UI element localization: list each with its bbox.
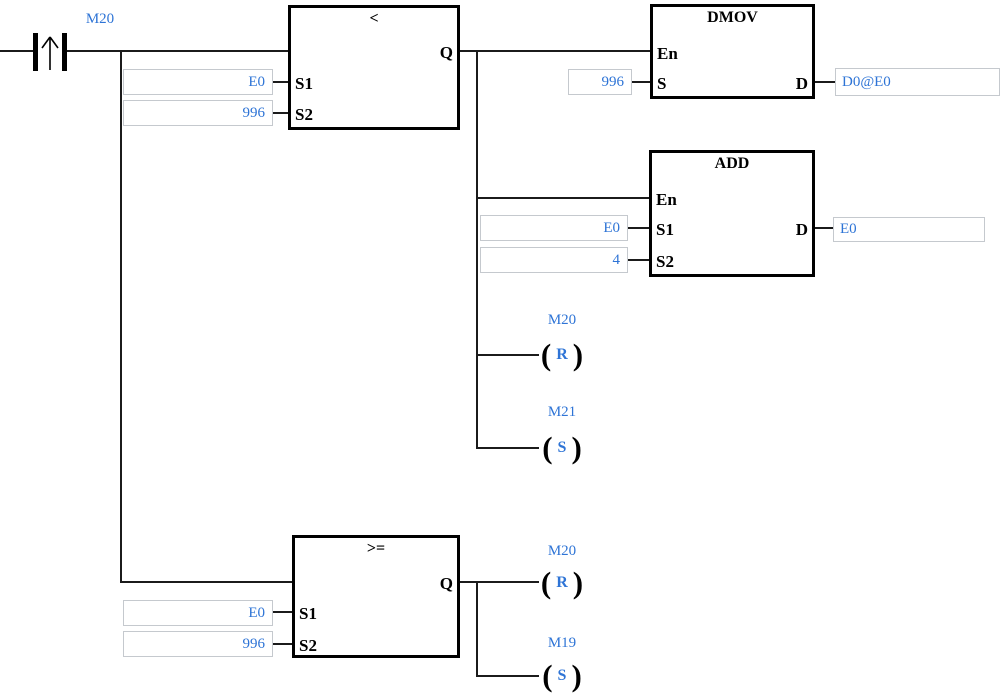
stub-ge-s2	[273, 643, 294, 645]
pin-d-label: D	[795, 74, 808, 93]
compare-ge-s2-operand[interactable]: 996	[123, 631, 273, 657]
wire-to-add-en	[477, 197, 649, 199]
pin-s-label: S	[657, 74, 667, 93]
set-coil-m21[interactable]: ( S )	[534, 431, 590, 465]
contact-bar-left	[33, 33, 38, 71]
set-coil-symbol: S	[557, 667, 567, 684]
pin-s2-label: S2	[656, 252, 674, 271]
dmov-title: DMOV	[707, 9, 758, 26]
stub-lt-s1	[273, 81, 290, 83]
pin-s1-label: S1	[299, 604, 317, 623]
pin-q-label: Q	[439, 43, 453, 62]
add-block[interactable]: ADD En S1 S2 D	[649, 150, 815, 277]
coil-paren-right: )	[572, 337, 584, 372]
pin-en-label: En	[657, 44, 678, 63]
wire-ltq-to-dmov-en	[460, 50, 650, 52]
set-coil-m21-operand-label: M21	[547, 404, 577, 420]
coil-paren-left: (	[540, 337, 552, 372]
pin-s2-label: S2	[295, 105, 313, 124]
reset-coil-bottom-operand-label: M20	[547, 543, 577, 559]
stub-add-s2	[628, 259, 649, 261]
wire-branch-rail	[120, 50, 122, 583]
reset-coil-symbol: R	[556, 574, 568, 591]
pin-s1-label: S1	[656, 220, 674, 239]
add-s2-operand[interactable]: 4	[480, 247, 628, 273]
wire-to-set-coil-top	[477, 447, 539, 449]
compare-lt-s2-operand[interactable]: 996	[123, 100, 273, 126]
pin-s2-label: S2	[299, 636, 317, 655]
wire-to-reset-coil-top	[477, 354, 539, 356]
add-title: ADD	[714, 155, 750, 172]
pin-s1-label: S1	[295, 74, 313, 93]
compare-ge-s1-operand[interactable]: E0	[123, 600, 273, 626]
coil-paren-right: )	[571, 658, 582, 693]
coil-paren-left: (	[542, 430, 553, 465]
wire-rail-to-ge	[120, 581, 292, 583]
reset-coil-top-operand-label: M20	[547, 312, 577, 328]
compare-ge-block[interactable]: >= Q S1 S2	[292, 535, 460, 658]
compare-lt-title: <	[369, 10, 379, 27]
stub-ge-s1	[273, 611, 294, 613]
coil-paren-left: (	[540, 565, 552, 600]
contact-operand-label: M20	[85, 11, 115, 27]
compare-lt-block[interactable]: < Q S1 S2	[288, 5, 460, 130]
add-d-operand[interactable]: E0	[833, 217, 985, 242]
coil-paren-right: )	[571, 430, 582, 465]
stub-lt-s2	[273, 112, 290, 114]
wire-q-branch-bottom	[476, 581, 478, 677]
wire-to-set-coil-bottom	[477, 675, 539, 677]
reset-coil-m20-bottom[interactable]: ( R )	[534, 566, 590, 600]
set-coil-m19[interactable]: ( S )	[534, 659, 590, 693]
wire-rail-left	[0, 50, 33, 52]
coil-paren-left: (	[542, 658, 553, 693]
pin-q-label: Q	[439, 574, 453, 593]
compare-lt-s1-operand[interactable]: E0	[123, 69, 273, 95]
wire-geq-to-reset-coil	[460, 581, 539, 583]
stub-add-d	[813, 227, 833, 229]
set-coil-symbol: S	[557, 439, 567, 456]
reset-coil-symbol: R	[556, 346, 568, 363]
pin-en-label: En	[656, 190, 677, 209]
stub-add-s1	[628, 227, 649, 229]
add-s1-operand[interactable]: E0	[480, 215, 628, 241]
rising-edge-arrow-icon	[41, 36, 59, 70]
coil-paren-right: )	[572, 565, 584, 600]
contact-bar-right	[62, 33, 67, 71]
compare-ge-title: >=	[366, 540, 386, 557]
reset-coil-m20-top[interactable]: ( R )	[534, 338, 590, 372]
pin-d-label: D	[795, 220, 808, 239]
dmov-block[interactable]: DMOV En S D	[650, 4, 815, 99]
wire-q-branch	[476, 50, 478, 449]
dmov-d-operand[interactable]: D0@E0	[835, 68, 1000, 96]
set-coil-m19-operand-label: M19	[547, 635, 577, 651]
wire-contact-to-lt	[67, 50, 288, 52]
stub-dmov-s	[632, 81, 650, 83]
dmov-s-operand[interactable]: 996	[568, 69, 632, 95]
stub-dmov-d	[813, 81, 835, 83]
